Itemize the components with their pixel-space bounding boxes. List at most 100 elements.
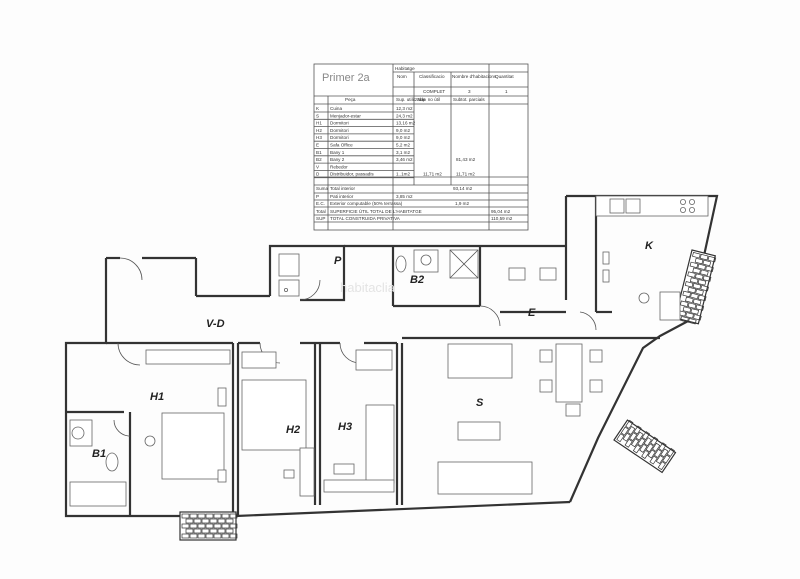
top-value: COMPLET [423, 89, 445, 94]
total-name: Exterior computable (50% terrassa) [330, 201, 403, 206]
brick [225, 528, 234, 534]
brick [209, 528, 218, 534]
interior-walls [66, 196, 660, 516]
brick [690, 308, 700, 315]
brick [221, 523, 230, 529]
brick [652, 442, 661, 452]
brick [658, 442, 667, 452]
total-name: Total interior [330, 186, 355, 191]
brick [616, 433, 625, 443]
room-label-vd: V-D [206, 318, 225, 330]
brick [697, 279, 707, 286]
brick [622, 432, 631, 442]
brick [687, 271, 696, 278]
brick [221, 533, 230, 539]
brick [213, 523, 222, 529]
brick [629, 432, 638, 442]
brick [687, 317, 697, 325]
brick [682, 306, 692, 313]
brick [189, 533, 198, 539]
table-cell: Cuina [330, 106, 342, 111]
watermark: habitaclia [340, 280, 396, 295]
total-area: 3,85 m2 [396, 194, 413, 199]
table-cell: H3 [316, 135, 322, 140]
brick [205, 533, 214, 539]
room-label-k: K [645, 240, 654, 252]
table-cell: K [316, 106, 320, 111]
table-cell: Distribuidor, passadis [330, 172, 374, 177]
bath2-fixtures [395, 249, 479, 279]
brick [637, 437, 646, 447]
brick [229, 533, 238, 539]
table-cell: B1 [316, 150, 322, 155]
brick [692, 298, 702, 305]
brick [632, 444, 642, 454]
col-header: Classificacio [419, 74, 445, 79]
table-cell: E [316, 143, 319, 148]
brick [181, 533, 190, 539]
brick [633, 425, 642, 435]
h3-furniture [323, 349, 395, 493]
table-cell: 9,0 m2 [396, 135, 410, 140]
brick [662, 454, 671, 464]
brick [181, 513, 190, 519]
table-cell: H1 [316, 121, 322, 126]
col-header: Habitatge [395, 66, 415, 71]
brick [229, 513, 238, 519]
row-header: Peça [345, 97, 356, 102]
brick [225, 518, 234, 524]
table-cell: 11,71 m2 [456, 172, 475, 177]
surface-table: Primer 2a Habitatge Nom Classificacio No… [313, 63, 529, 231]
room-label-h1: H1 [150, 391, 164, 403]
brick [690, 292, 699, 300]
table-cell: V [316, 164, 320, 169]
top-value: 3 [468, 89, 471, 94]
brick [694, 273, 704, 280]
table-title: Primer 2a [322, 72, 371, 84]
brick [193, 518, 202, 524]
table-cell: 9,0 m2 [396, 128, 410, 133]
total-code: SUP [316, 216, 325, 221]
brick [697, 294, 707, 302]
brick [689, 277, 699, 284]
table-cell: 24,3 m2 [396, 113, 413, 118]
brick [705, 265, 714, 272]
room-label-b1: B1 [92, 448, 106, 460]
brick [679, 300, 689, 307]
total-code: E.C. [316, 201, 325, 206]
total-value: 93,14 m2 [453, 186, 473, 191]
brick [217, 518, 226, 524]
room-label-b2: B2 [410, 274, 424, 286]
brick [641, 449, 650, 459]
b1-fixtures [69, 419, 127, 507]
room-label-p: P [334, 255, 342, 267]
col-header: Nombre d'habitacions [452, 74, 497, 79]
total-code: Suma [316, 186, 328, 191]
brick [702, 259, 712, 267]
brick [201, 528, 210, 534]
table-cell: 81,43 m2 [456, 157, 476, 162]
brick [641, 431, 651, 441]
brick [205, 523, 214, 529]
brick [692, 267, 701, 274]
brick [700, 269, 709, 276]
brick [213, 513, 222, 519]
brick [687, 286, 697, 294]
table-cell: 13,16 m2 [396, 121, 416, 126]
table-cell: Rebedor [330, 164, 348, 169]
brick [625, 419, 634, 429]
brick [639, 443, 648, 453]
patio-fixtures [278, 253, 300, 297]
brick [627, 426, 636, 436]
brick [693, 314, 702, 321]
total-name: TOTAL CONSTRUIDA PRIVATIVA [330, 216, 401, 221]
room-label-s: S [476, 397, 484, 409]
brick [707, 255, 717, 263]
brick [680, 316, 689, 323]
brick [666, 447, 675, 457]
row-header: Sup. utilitzable [396, 97, 426, 102]
brick [682, 290, 691, 298]
brick [217, 528, 226, 534]
